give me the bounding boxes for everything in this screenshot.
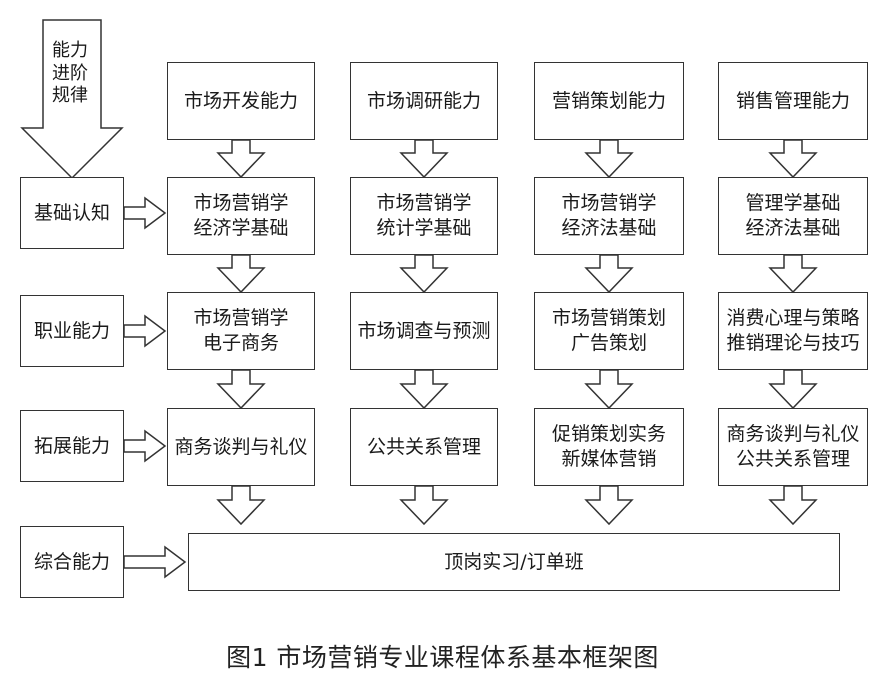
down-arrow-col2-1 bbox=[399, 139, 449, 179]
column-4-basic: 管理学基础 经济法基础 bbox=[718, 177, 868, 255]
level-extension: 拓展能力 bbox=[20, 410, 124, 482]
progression-arrow bbox=[20, 19, 124, 180]
down-arrow-col2-3 bbox=[399, 369, 449, 410]
column-1-extension: 商务谈判与礼仪 bbox=[167, 408, 315, 486]
down-arrow-col2-2 bbox=[399, 254, 449, 294]
down-arrow-col3-2 bbox=[584, 254, 634, 294]
right-arrow-basic bbox=[123, 196, 167, 230]
down-arrow-col4-1 bbox=[768, 139, 818, 179]
down-arrow-col1-4 bbox=[216, 485, 266, 526]
column-4-vocational: 消费心理与策略 推销理论与技巧 bbox=[718, 292, 868, 370]
right-arrow-extension bbox=[123, 429, 167, 463]
down-arrow-col1-3 bbox=[216, 369, 266, 410]
level-basic: 基础认知 bbox=[20, 177, 124, 249]
down-arrow-col3-1 bbox=[584, 139, 634, 179]
column-1-header: 市场开发能力 bbox=[167, 62, 315, 140]
column-3-basic: 市场营销学 经济法基础 bbox=[534, 177, 684, 255]
level-vocational: 职业能力 bbox=[20, 295, 124, 367]
level-comprehensive: 综合能力 bbox=[20, 526, 124, 598]
column-3-extension: 促销策划实务 新媒体营销 bbox=[534, 408, 684, 486]
column-1-vocational: 市场营销学 电子商务 bbox=[167, 292, 315, 370]
column-2-header: 市场调研能力 bbox=[350, 62, 498, 140]
down-arrow-col3-3 bbox=[584, 369, 634, 410]
down-arrow-col4-2 bbox=[768, 254, 818, 294]
column-3-vocational: 市场营销策划 广告策划 bbox=[534, 292, 684, 370]
column-1-basic: 市场营销学 经济学基础 bbox=[167, 177, 315, 255]
column-2-basic: 市场营销学 统计学基础 bbox=[350, 177, 498, 255]
down-arrow-col1-2 bbox=[216, 254, 266, 294]
column-3-header: 营销策划能力 bbox=[534, 62, 684, 140]
down-arrow-col2-4 bbox=[399, 485, 449, 526]
right-arrow-vocational bbox=[123, 314, 167, 348]
down-arrow-col3-4 bbox=[584, 485, 634, 526]
right-arrow-comprehensive bbox=[123, 545, 187, 579]
down-arrow-col1-1 bbox=[216, 139, 266, 179]
final-box: 顶岗实习/订单班 bbox=[188, 533, 840, 591]
down-arrow-col4-4 bbox=[768, 485, 818, 526]
progression-label: 能力 进阶 规律 bbox=[52, 40, 88, 107]
down-arrow-col4-3 bbox=[768, 369, 818, 410]
column-2-vocational: 市场调查与预测 bbox=[350, 292, 498, 370]
column-2-extension: 公共关系管理 bbox=[350, 408, 498, 486]
column-4-extension: 商务谈判与礼仪 公共关系管理 bbox=[718, 408, 868, 486]
column-4-header: 销售管理能力 bbox=[718, 62, 868, 140]
figure-caption: 图1 市场营销专业课程体系基本框架图 bbox=[226, 643, 659, 672]
